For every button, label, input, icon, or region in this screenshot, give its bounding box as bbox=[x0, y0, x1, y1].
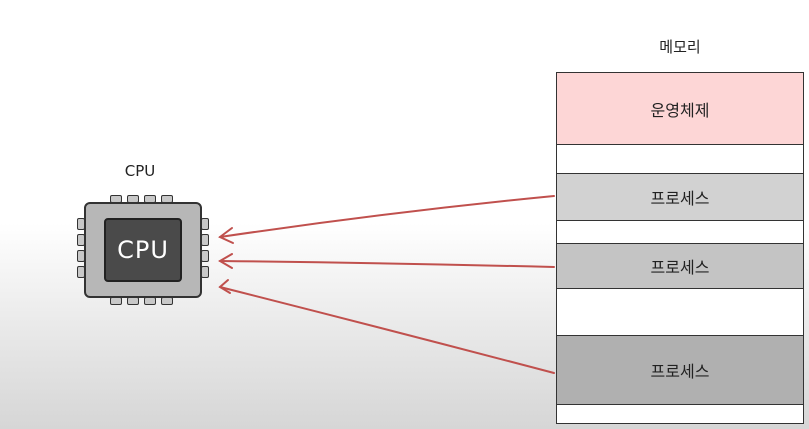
arrow-icon bbox=[218, 279, 555, 374]
memory-caption: 메모리 bbox=[659, 38, 701, 56]
cpu-pin bbox=[127, 195, 139, 203]
cpu-pin bbox=[77, 218, 85, 230]
cpu-caption: CPU bbox=[124, 162, 156, 180]
cpu-pin bbox=[201, 218, 209, 230]
memory-segment-process-2: 프로세스 bbox=[557, 243, 803, 289]
cpu-pin bbox=[144, 297, 156, 305]
memory-segment-process-1: 프로세스 bbox=[557, 173, 803, 221]
arrow-icon bbox=[218, 195, 555, 244]
cpu-pin bbox=[77, 250, 85, 262]
cpu-pin bbox=[201, 234, 209, 246]
cpu-core-label: CPU bbox=[104, 218, 182, 282]
cpu-pin bbox=[161, 195, 173, 203]
cpu-pin bbox=[77, 234, 85, 246]
cpu-pin bbox=[77, 266, 85, 278]
cpu-pin bbox=[110, 297, 122, 305]
cpu-pin bbox=[201, 266, 209, 278]
cpu-pin bbox=[144, 195, 156, 203]
memory-segment-process-3: 프로세스 bbox=[557, 335, 803, 405]
cpu-chip-icon: CPU bbox=[77, 195, 209, 305]
cpu-pin bbox=[127, 297, 139, 305]
memory-stack: 운영체제 프로세스 프로세스 프로세스 bbox=[556, 72, 804, 424]
cpu-pin bbox=[201, 250, 209, 262]
cpu-pin bbox=[161, 297, 173, 305]
arrow-icon bbox=[218, 253, 555, 269]
cpu-pin bbox=[110, 195, 122, 203]
memory-segment-os: 운영체제 bbox=[557, 73, 803, 145]
